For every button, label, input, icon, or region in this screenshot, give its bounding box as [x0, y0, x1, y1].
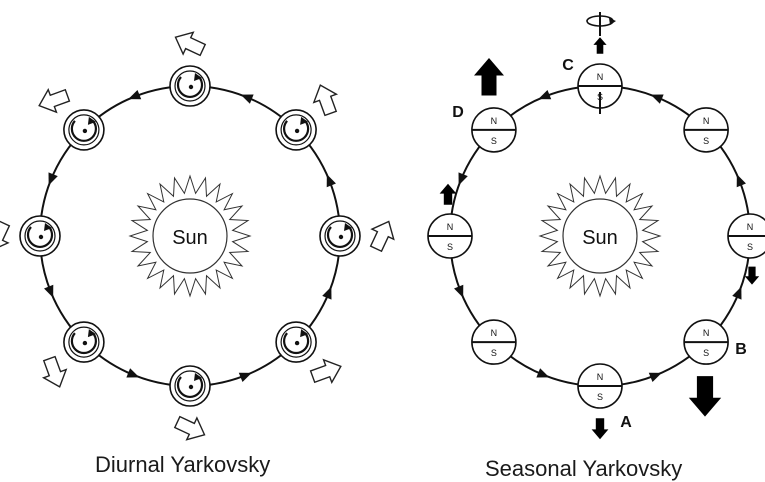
rotating-body	[19, 215, 61, 257]
pole-body: NS	[471, 107, 517, 153]
orbit-direction-arrow-icon	[648, 372, 662, 382]
seasonal-sun-label: Sun	[582, 227, 618, 249]
rotating-body	[319, 215, 361, 257]
rotating-body	[63, 321, 105, 363]
south-pole-label: S	[491, 348, 497, 358]
pole-body: NS	[727, 213, 765, 259]
rotating-body	[63, 109, 105, 151]
north-pole-label: N	[703, 116, 710, 126]
seasonal-sun-icon	[538, 174, 662, 298]
diurnal-diagram: Sun	[0, 31, 395, 441]
recoil-force-arrow-icon	[474, 58, 504, 96]
rotation-arrow-icon	[586, 12, 616, 114]
recoil-force-arrow-icon	[591, 418, 609, 440]
south-pole-label: S	[447, 242, 453, 252]
point-label-c: C	[562, 57, 574, 74]
north-pole-label: N	[747, 222, 754, 232]
point-label-d: D	[452, 104, 464, 121]
diurnal-sun-icon	[128, 174, 252, 298]
orbit-direction-arrow-icon	[240, 94, 254, 104]
pole-body: NS	[683, 107, 729, 153]
north-pole-label: N	[597, 72, 604, 82]
orbit-direction-arrow-icon	[326, 174, 336, 188]
seasonal-diagram: Sun NSNSNSNSNSNSNSNS C D B A	[427, 12, 765, 440]
rotating-body	[169, 65, 211, 107]
north-pole-label: N	[491, 116, 498, 126]
north-pole-label: N	[491, 328, 498, 338]
rotating-body	[275, 321, 317, 363]
rotating-body	[169, 365, 211, 407]
south-pole-label: S	[703, 348, 709, 358]
south-pole-label: S	[491, 136, 497, 146]
recoil-force-arrow-icon	[38, 87, 71, 114]
diurnal-caption: Diurnal Yarkovsky	[95, 452, 271, 477]
orbit-direction-arrow-icon	[128, 90, 142, 100]
pole-body: NS	[577, 363, 623, 409]
orbit-direction-arrow-icon	[48, 172, 58, 186]
north-pole-label: N	[703, 328, 710, 338]
orbit-direction-arrow-icon	[458, 172, 468, 186]
recoil-force-arrow-icon	[309, 358, 342, 385]
south-pole-label: S	[703, 136, 709, 146]
orbit-direction-arrow-icon	[536, 368, 550, 378]
recoil-force-arrow-icon	[369, 220, 395, 253]
north-pole-label: N	[447, 222, 454, 232]
orbit-direction-arrow-icon	[238, 372, 252, 382]
point-label-b: B	[735, 341, 747, 358]
south-pole-label: S	[597, 392, 603, 402]
orbit-direction-arrow-icon	[650, 94, 664, 104]
recoil-force-arrow-icon	[0, 219, 11, 252]
pole-body: NS	[683, 319, 729, 365]
diurnal-orbit-direction-arrows	[44, 90, 336, 382]
recoil-force-arrow-icon	[173, 415, 206, 441]
orbit-direction-arrow-icon	[538, 90, 552, 100]
south-pole-label: S	[747, 242, 753, 252]
pole-body: NS	[471, 319, 517, 365]
orbit-direction-arrow-icon	[454, 284, 464, 298]
orbit-direction-arrow-icon	[126, 368, 140, 378]
rotating-body	[275, 109, 317, 151]
seasonal-orbit-direction-arrows	[454, 90, 746, 382]
diurnal-sun-label: Sun	[172, 227, 208, 249]
north-pole-label: N	[597, 372, 604, 382]
recoil-force-arrow-icon	[41, 355, 68, 388]
pole-body: NS	[577, 63, 623, 109]
recoil-force-arrow-icon	[744, 266, 760, 285]
recoil-force-arrow-icon	[312, 84, 339, 117]
pole-body: NS	[427, 213, 473, 259]
recoil-force-arrow-icon	[593, 37, 607, 54]
orbit-direction-arrow-icon	[322, 286, 332, 300]
orbit-direction-arrow-icon	[732, 286, 742, 300]
diurnal-bodies	[0, 31, 395, 441]
recoil-force-arrow-icon	[688, 376, 722, 417]
seasonal-bodies: NSNSNSNSNSNSNSNS	[427, 37, 765, 440]
orbit-direction-arrow-icon	[736, 174, 746, 188]
orbit-direction-arrow-icon	[44, 284, 54, 298]
point-label-a: A	[620, 414, 632, 431]
recoil-force-arrow-icon	[174, 31, 207, 57]
seasonal-caption: Seasonal Yarkovsky	[485, 456, 683, 481]
